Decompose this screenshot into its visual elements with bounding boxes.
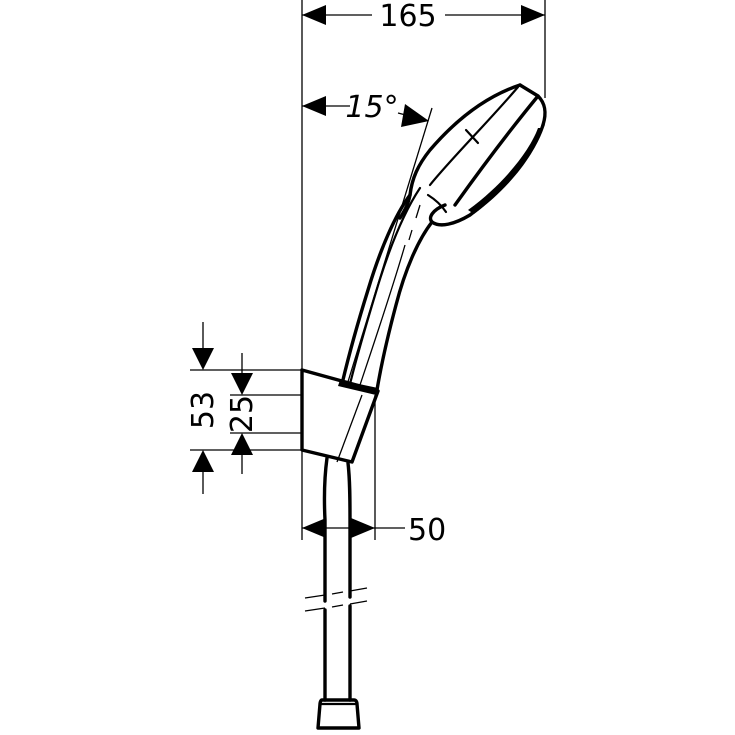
arrow-up-icon	[192, 450, 214, 472]
break-mark-top	[304, 587, 368, 599]
break-mark-bottom	[304, 600, 368, 612]
dimension-25: 25	[225, 353, 302, 474]
arrow-right-icon	[401, 104, 429, 127]
spray-face-shade	[468, 128, 543, 214]
hose-end-nut	[316, 698, 361, 730]
hose-right-upper	[346, 461, 352, 599]
arrow-left-icon	[302, 96, 326, 116]
dimension-label-holder-depth: 50	[408, 513, 446, 548]
arrow-up-icon	[231, 433, 253, 455]
arrow-left-icon	[302, 518, 326, 538]
handle-inner-left	[348, 186, 422, 386]
dimension-53: 53	[186, 322, 302, 494]
dimension-50: 50	[302, 513, 446, 548]
head-seam-bottom	[426, 193, 448, 214]
arrow-down-icon	[192, 348, 214, 370]
arrow-left-icon	[302, 5, 326, 25]
arrow-down-icon	[231, 373, 253, 395]
head-underside	[428, 123, 545, 227]
arrow-right-icon	[351, 518, 375, 538]
holder-axis-line	[336, 394, 363, 463]
wall-holder	[300, 368, 380, 464]
dimension-165: 165	[302, 0, 545, 34]
head-top-ridge	[428, 85, 520, 187]
handle-axis-inner	[359, 244, 406, 386]
dimension-label-width: 165	[379, 0, 436, 34]
handle-outline-left	[340, 193, 412, 386]
dimension-label-holder-height: 53	[186, 391, 221, 429]
handle-detail-dash	[408, 229, 413, 241]
head-seam-top	[464, 128, 480, 145]
handle-outline-right	[375, 220, 434, 392]
hose	[304, 456, 368, 730]
arrow-right-icon	[521, 5, 545, 25]
holder-body	[300, 368, 380, 464]
handle-detail-dash	[415, 204, 421, 219]
dimension-label-angle: 15°	[345, 90, 398, 125]
hand-shower	[338, 83, 547, 395]
head-face-line	[453, 94, 540, 207]
dimension-label-mount-spacing: 25	[225, 395, 260, 433]
head-outline-top	[398, 83, 522, 220]
dimension-angle: 15°	[302, 90, 433, 386]
